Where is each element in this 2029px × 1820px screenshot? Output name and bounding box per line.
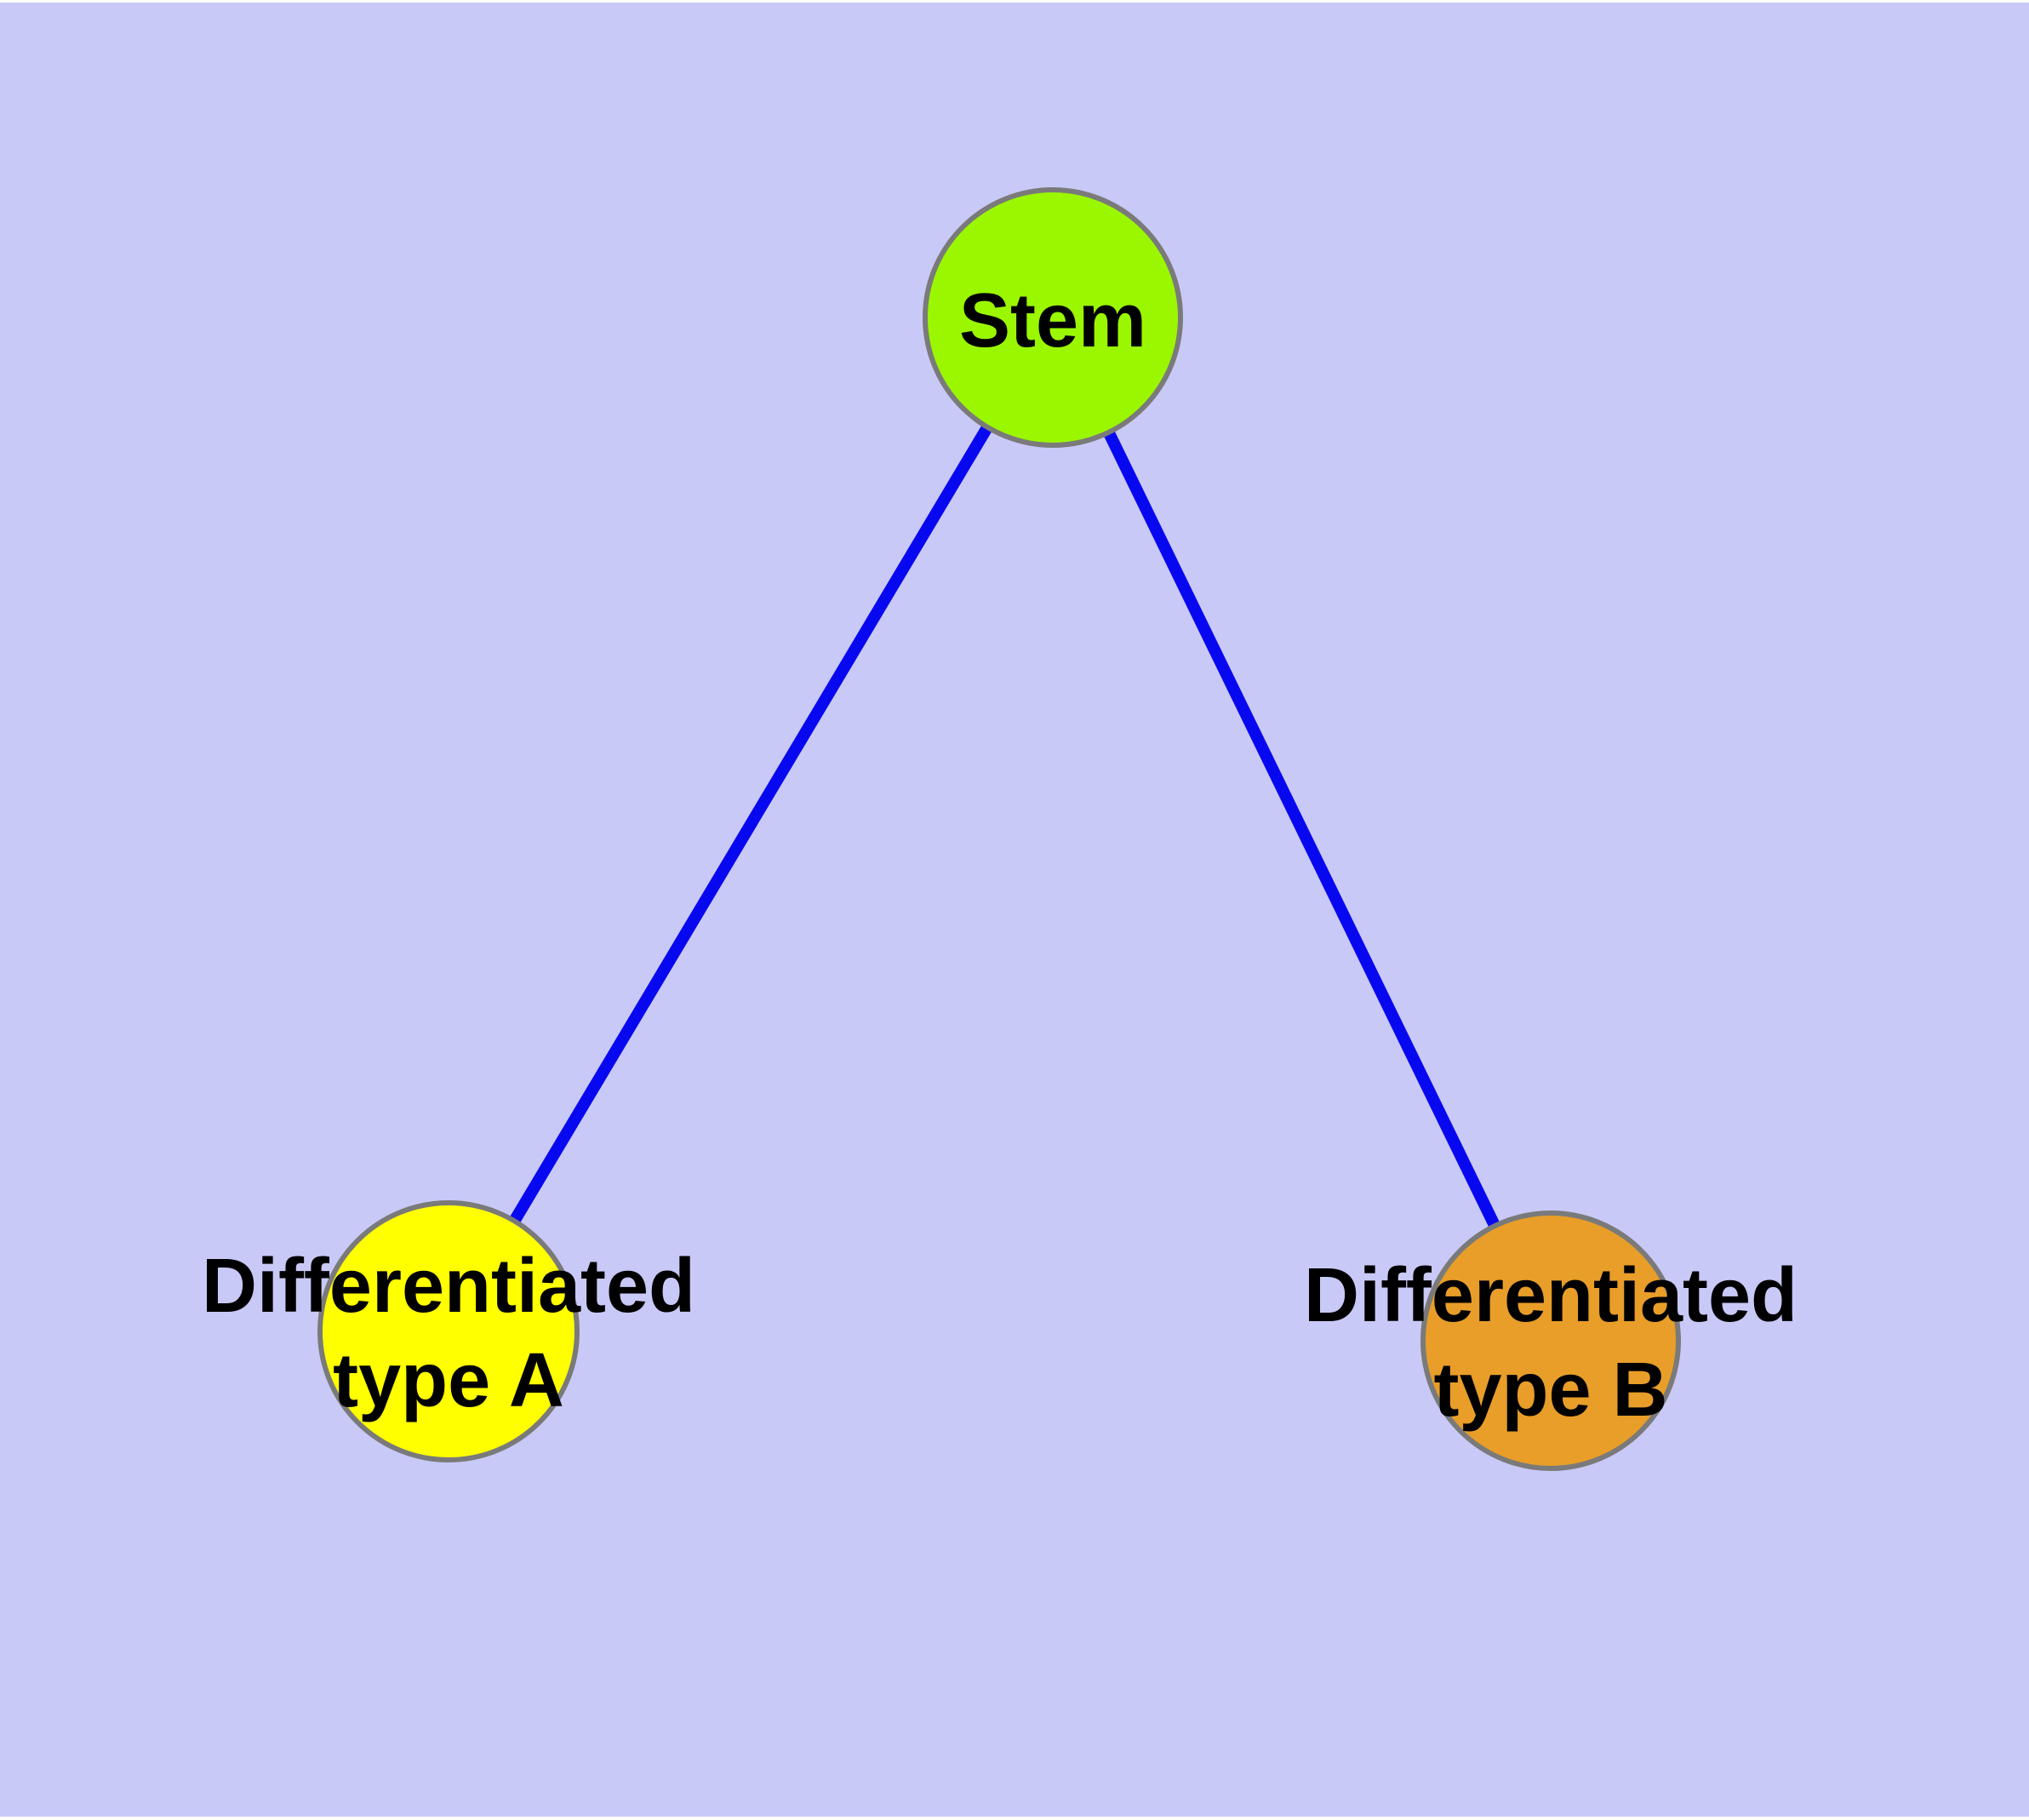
- node-type-a-label-line1: Differentiated: [202, 1244, 695, 1329]
- node-stem: [923, 187, 1183, 448]
- edge-stem-to-type-b: [1047, 314, 1557, 1344]
- frame-edge-top: [0, 0, 2029, 3]
- node-differentiated-type-a: [317, 1200, 580, 1462]
- node-type-b-label-line2: type B: [1433, 1348, 1667, 1433]
- node-differentiated-type-b: [1420, 1210, 1681, 1471]
- edge-stem-to-type-a: [443, 314, 1059, 1335]
- node-type-b-label-line1: Differentiated: [1304, 1253, 1798, 1338]
- node-stem-label: Stem: [959, 278, 1146, 363]
- node-type-a-label-line2: type A: [333, 1338, 564, 1423]
- frame-edge-bottom: [0, 1817, 2029, 1820]
